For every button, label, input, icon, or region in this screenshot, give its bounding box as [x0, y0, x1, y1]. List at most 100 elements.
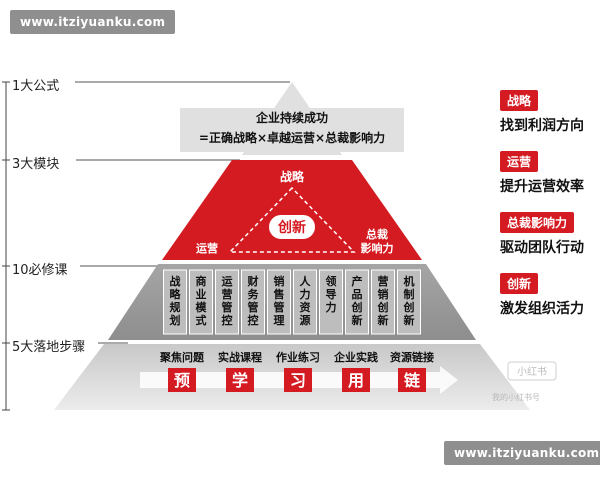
label-ceo-influence-2: 影响力: [361, 241, 394, 255]
course-label-char: 人: [300, 274, 312, 288]
course-label-char: 业: [196, 287, 207, 301]
step-label: 企业实践: [333, 350, 378, 364]
course-column: [371, 269, 395, 335]
step-char: 学: [232, 371, 248, 390]
course-label-char: 略: [170, 287, 182, 301]
vertical-scale: [2, 81, 10, 411]
course-label-char: 力: [326, 300, 337, 314]
caption-text: 驱动团队行动: [500, 240, 584, 256]
caption-tag: 战略: [500, 90, 539, 111]
course-label-char: 规: [170, 300, 181, 314]
caption-operations: 运营 提升运营效率: [500, 151, 600, 196]
inner-triangle: [228, 186, 356, 253]
step-label: 实战课程: [218, 350, 262, 364]
pyramid-red-tier: [162, 160, 422, 260]
scale-label-formula: 1大公式: [12, 79, 60, 94]
caption-tag: 总裁影响力: [500, 212, 575, 233]
scale-label-modules: 3大模块: [12, 157, 60, 172]
course-label-char: 商: [196, 274, 207, 288]
step-char: 习: [290, 371, 306, 390]
course-label-char: 创: [403, 300, 415, 314]
course-column: [397, 269, 421, 335]
label-innovation: 创新: [277, 219, 306, 236]
course-label-char: 导: [326, 288, 337, 301]
course-label-char: 源: [300, 313, 311, 327]
top-formula-line1: 企业持续成功: [255, 110, 328, 125]
course-label-char: 产: [352, 274, 363, 288]
step-char: 链: [404, 371, 421, 390]
label-strategy: 战略: [280, 169, 305, 184]
watermark-bottom: www.itziyuanku.com: [444, 441, 600, 465]
course-label-char: 新: [404, 313, 415, 327]
step-char-box: [398, 368, 426, 392]
course-label-char: 创: [351, 300, 363, 314]
scale-label-steps: 5大落地步骤: [12, 340, 86, 355]
caption-ceo-influence: 总裁影响力 驱动团队行动: [500, 212, 600, 257]
course-label-char: 新: [378, 313, 389, 327]
course-column: [215, 269, 239, 335]
course-column: [293, 269, 317, 335]
logo-credit: 我的小红书号: [492, 392, 540, 402]
course-label-char: 管: [248, 300, 259, 314]
step-label: 资源链接: [390, 350, 434, 364]
course-label-char: 务: [248, 287, 260, 301]
logo-brand: 小红书: [517, 365, 547, 378]
course-label-char: 战: [170, 274, 181, 288]
step-char-box: [168, 368, 196, 392]
top-formula-line2: =正确战略×卓越运营×总裁影响力: [199, 130, 385, 145]
course-label-char: 品: [352, 288, 363, 301]
label-operations: 运营: [196, 241, 218, 255]
course-label-char: 理: [274, 314, 285, 327]
course-label-char: 式: [196, 313, 207, 327]
course-label-char: 销: [274, 274, 285, 288]
caption-tag: 运营: [500, 151, 539, 172]
course-label-char: 领: [325, 274, 337, 288]
caption-tag: 创新: [500, 273, 539, 294]
course-label-char: 财: [247, 274, 259, 288]
step-char: 预: [174, 371, 190, 390]
guide-lines: [75, 81, 290, 344]
course-label-char: 模: [196, 300, 208, 314]
course-label-char: 管: [274, 300, 285, 314]
step-label: 聚焦问题: [159, 350, 205, 364]
caption-text: 提升运营效率: [500, 179, 584, 195]
course-label-char: 控: [222, 313, 233, 327]
course-label-char: 销: [378, 287, 389, 301]
course-column: [267, 269, 291, 335]
course-label-char: 运: [222, 275, 233, 288]
course-column: [163, 269, 187, 335]
watermark-top: www.itziyuanku.com: [10, 10, 176, 34]
step-chars: 预学习用链: [168, 368, 426, 392]
step-label: 作业练习: [276, 350, 320, 364]
course-label-char: 营: [378, 274, 389, 288]
course-label-char: 资: [300, 300, 311, 314]
course-label-char: 售: [273, 287, 285, 301]
course-column: [241, 269, 265, 335]
caption-text: 激发组织活力: [500, 301, 584, 317]
step-char: 用: [348, 371, 364, 390]
course-column: [319, 269, 343, 335]
course-label-char: 机: [404, 274, 415, 288]
course-label-char: 制: [404, 287, 415, 301]
course-label-char: 控: [248, 313, 259, 327]
course-column: [345, 269, 369, 335]
step-char-box: [226, 368, 254, 392]
scale-label-courses: 10必修课: [12, 263, 68, 278]
caption-innovation: 创新 激发组织活力: [500, 273, 600, 318]
course-label-char: 创: [377, 300, 389, 314]
course-label-char: 管: [222, 300, 233, 314]
caption-text: 找到利润方向: [500, 118, 584, 134]
label-ceo-influence-1: 总裁: [366, 227, 388, 241]
step-char-box: [342, 368, 370, 392]
steps-row: 聚焦问题实战课程作业练习企业实践资源链接: [159, 350, 434, 364]
step-char-box: [284, 368, 312, 392]
caption-strategy: 战略 找到利润方向: [500, 90, 600, 135]
logo-mark: 小红书 我的小红书号: [492, 361, 557, 402]
course-label-char: 新: [352, 313, 363, 327]
course-label-char: 划: [170, 313, 181, 327]
course-column: [189, 269, 213, 335]
course-label-char: 力: [300, 287, 311, 301]
course-label-char: 营: [222, 287, 233, 301]
